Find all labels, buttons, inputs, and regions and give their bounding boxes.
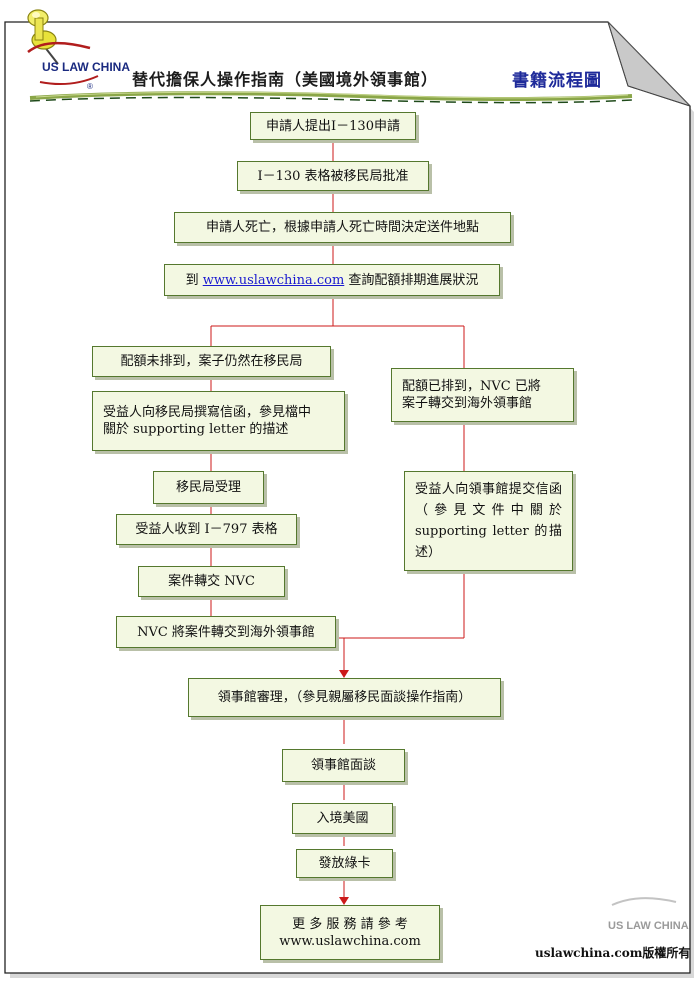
flow-left-receive-i797: 受益人收到 Ⅰ－797 表格 xyxy=(116,514,297,545)
registered-mark: ® xyxy=(87,82,93,91)
uslawchina-link[interactable]: www.uslawchina.com xyxy=(202,272,345,288)
left-letter-line2: 關於 supporting letter 的描述 xyxy=(103,422,289,437)
right-current-line2: 案子轉交到海外領事館 xyxy=(402,396,533,411)
flow-left-not-current: 配額未排到，案子仍然在移民局 xyxy=(92,346,331,377)
step4-suffix: 查詢配額排期進展狀況 xyxy=(344,272,479,288)
flow-enter-us: 入境美國 xyxy=(292,803,393,834)
copyright-notice: uslawchina.com版權所有 xyxy=(535,946,691,960)
flow-more-services: 更 多 服 務 請 參 考 www.uslawchina.com xyxy=(260,905,440,960)
flow-left-write-letter: 受益人向移民局撰寫信函，參見檔中 關於 supporting letter 的描… xyxy=(92,391,345,451)
flow-left-nvc-to-consulate: NVC 將案件轉交到海外領事館 xyxy=(116,616,336,648)
flow-step-file-i130: 申請人提出Ⅰ－130申請 xyxy=(250,112,416,140)
right-current-line1: 配額已排到，NVC 已將 xyxy=(402,379,541,394)
flow-step-petitioner-deceased: 申請人死亡，根據申請人死亡時間決定送件地點 xyxy=(174,212,511,243)
flow-step-check-priority: 到 www.uslawchina.com 查詢配額排期進展狀況 xyxy=(164,264,500,296)
flow-consulate-interview: 領事館面談 xyxy=(282,749,405,782)
watermark-swoosh-icon xyxy=(611,897,677,906)
flow-left-transfer-nvc: 案件轉交 NVC xyxy=(138,566,285,597)
title-ribbon xyxy=(29,91,633,104)
flow-left-uscis-accepts: 移民局受理 xyxy=(153,471,264,504)
flow-right-submit-letter: 受益人向領事館提交信函（參見文件中關於 supporting letter 的描… xyxy=(404,471,573,571)
flow-right-current: 配額已排到，NVC 已將 案子轉交到海外領事館 xyxy=(391,368,574,422)
logo: US LAW CHINA xyxy=(42,60,130,74)
page-subtitle: 書籍流程圖 xyxy=(512,71,602,91)
step4-prefix: 到 xyxy=(185,272,203,288)
connectors xyxy=(210,140,465,899)
page-title: 替代擔保人操作指南（美國境外領事館） xyxy=(132,70,439,89)
flow-green-card: 發放綠卡 xyxy=(296,849,393,878)
more-services-line1: 更 多 服 務 請 參 考 xyxy=(292,916,408,932)
logo-text: US LAW CHINA xyxy=(42,60,130,74)
left-letter-line1: 受益人向移民局撰寫信函，參見檔中 xyxy=(103,405,312,420)
arrowheads xyxy=(339,670,349,905)
watermark-logo: US LAW CHINA xyxy=(608,920,689,932)
flow-consulate-review: 領事館審理，（參見親屬移民面談操作指南） xyxy=(188,678,501,717)
more-services-line2[interactable]: www.uslawchina.com xyxy=(279,933,421,949)
logo-swoosh-icon xyxy=(27,41,99,85)
flow-step-i130-approved: Ⅰ－130 表格被移民局批准 xyxy=(237,161,429,191)
